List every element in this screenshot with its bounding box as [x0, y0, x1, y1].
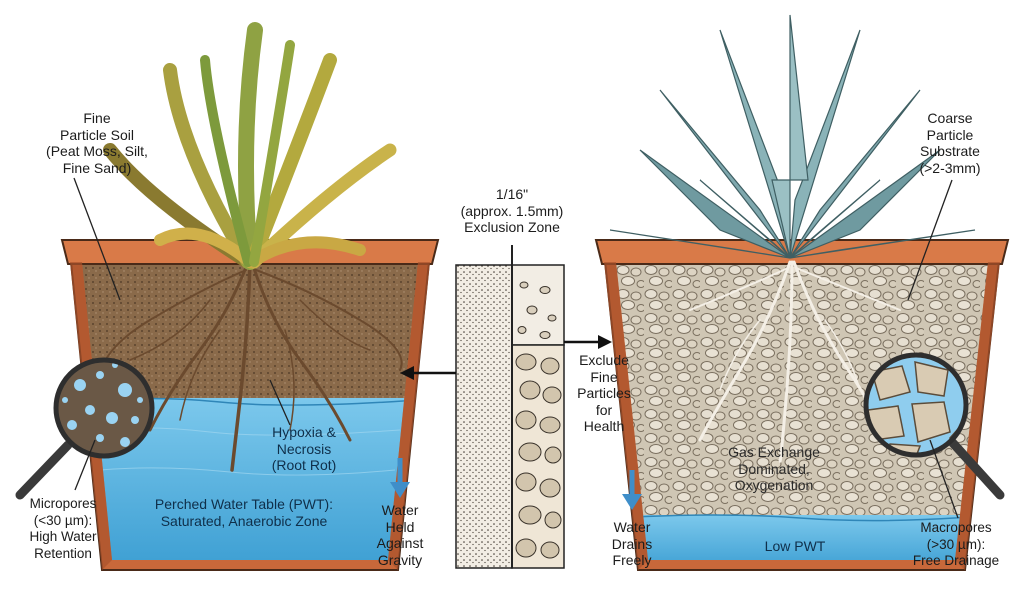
exclusion-zone-strip [455, 245, 565, 569]
exclusion-zone-label: 1/16" (approx. 1.5mm) Exclusion Zone [460, 186, 564, 235]
down-arrow-icon [622, 470, 642, 510]
perched-water-table-label: Perched Water Table (PWT): Saturated, An… [154, 496, 334, 529]
down-arrow-icon [390, 458, 410, 498]
low-pwt-label: Low PWT [764, 538, 826, 554]
exclude-fine-particles-label: Exclude Fine Particles for Health [577, 352, 631, 434]
leader-lines [73, 177, 959, 519]
micropores-label: Micropores (<30 µm): High Water Retentio… [29, 496, 97, 561]
gas-exchange-label: Gas Exchange Dominated, Oxygenation [728, 444, 820, 493]
macropores-label: Macropores (>30 µm): Free Drainage [912, 520, 1000, 568]
magnifier-icon [863, 352, 1005, 500]
right-roots [689, 260, 901, 463]
water-drains-label: Water Drains Freely [611, 519, 653, 568]
yellowing-plant [103, 22, 397, 270]
water-held-label: Water Held Against Gravity [376, 502, 424, 568]
fine-particle-soil-label: Fine Particle Soil (Peat Moss, Silt, Fin… [46, 110, 148, 176]
magnifier-icon [15, 357, 155, 500]
hypoxia-necrosis-label: Hypoxia & Necrosis (Root Rot) [271, 424, 337, 473]
left-pot [60, 22, 440, 571]
coarse-particle-substrate-label: Coarse Particle Substrate (>2-3mm) [919, 110, 981, 176]
left-arrow-icon [400, 366, 456, 380]
agave-plant [609, 14, 976, 259]
right-pot [594, 14, 1010, 571]
right-arrow-icon [564, 335, 612, 349]
